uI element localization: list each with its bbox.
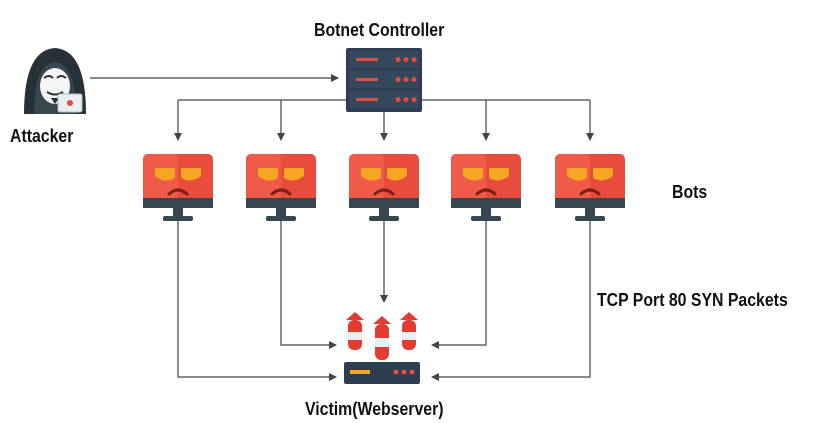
hooded-hacker-icon xyxy=(24,48,86,114)
server-rack-icon xyxy=(346,48,422,112)
attacker-label: Attacker xyxy=(10,126,74,146)
bomb-center-icon xyxy=(373,316,391,360)
bot-5-angry-monitor-icon xyxy=(553,152,627,223)
controller-label: Botnet Controller xyxy=(314,20,445,40)
server-under-attack-icon xyxy=(344,312,420,384)
bot-1-angry-monitor-icon xyxy=(141,152,215,223)
bot-5-to-victim-arrow xyxy=(431,220,591,381)
bot-2-angry-monitor-icon xyxy=(244,152,318,223)
connection-arrows xyxy=(90,74,594,381)
bot-3-angry-monitor-icon xyxy=(347,152,421,223)
bot-1-to-victim-arrow xyxy=(177,220,337,381)
packets-label: TCP Port 80 SYN Packets xyxy=(597,290,788,310)
bot-4-angry-monitor-icon xyxy=(449,152,523,223)
victim-label: Victim(Webserver) xyxy=(305,399,444,419)
bot-2-to-victim-arrow xyxy=(280,220,337,349)
bot-4-to-victim-arrow xyxy=(431,220,487,349)
bomb-left-icon xyxy=(346,312,364,350)
bots-label: Bots xyxy=(672,182,708,202)
bomb-right-icon xyxy=(400,312,418,350)
